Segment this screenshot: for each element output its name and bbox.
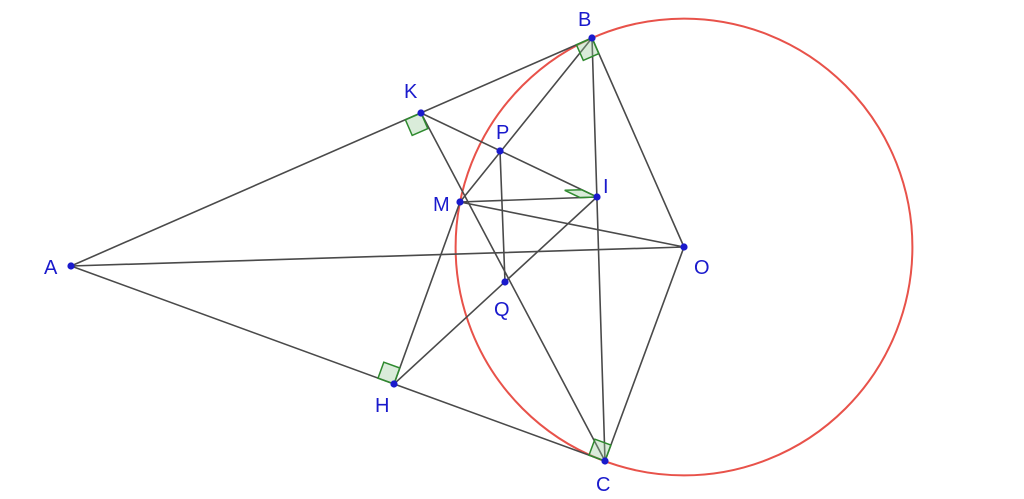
labels-layer: A B C O K H M P I Q — [44, 9, 710, 496]
label-A: A — [44, 257, 58, 279]
point-O — [680, 243, 688, 251]
segment-MO — [459, 201, 685, 248]
circle-layer — [454, 17, 914, 477]
segment-CK — [420, 112, 606, 462]
segment-AO — [70, 246, 685, 267]
right-angle-K — [404, 112, 429, 137]
segment-HI — [393, 196, 598, 385]
segment-AB — [70, 37, 593, 267]
label-I: I — [603, 176, 609, 198]
label-M: M — [433, 194, 450, 216]
label-B: B — [578, 9, 591, 31]
point-A — [67, 262, 75, 270]
point-M — [456, 198, 464, 206]
right-angle-H — [377, 361, 401, 385]
segment-MH — [393, 201, 461, 385]
label-O: O — [694, 257, 710, 279]
point-K — [417, 109, 425, 117]
segment-KI — [420, 112, 598, 198]
segment-PQ — [499, 150, 506, 283]
circle-O — [454, 17, 914, 477]
point-H — [390, 380, 398, 388]
label-C: C — [596, 474, 610, 496]
segment-BO — [591, 37, 685, 248]
points-layer — [67, 34, 688, 465]
right-angle-I — [564, 188, 598, 199]
label-P: P — [496, 122, 509, 144]
point-C — [601, 457, 609, 465]
right-angle-B — [575, 37, 600, 62]
right-angles-layer — [377, 37, 612, 462]
segment-BM — [459, 37, 593, 203]
segments-layer — [70, 37, 685, 462]
segment-BC — [591, 37, 606, 462]
right-angle-C — [588, 438, 612, 462]
segment-MI — [459, 196, 598, 203]
label-H: H — [375, 395, 389, 417]
segment-CO — [604, 246, 685, 462]
point-Q — [501, 278, 509, 286]
segment-AC — [70, 265, 606, 462]
label-K: K — [404, 81, 418, 103]
point-P — [496, 147, 504, 155]
point-B — [588, 34, 596, 42]
label-Q: Q — [494, 299, 510, 321]
point-I — [593, 193, 601, 201]
